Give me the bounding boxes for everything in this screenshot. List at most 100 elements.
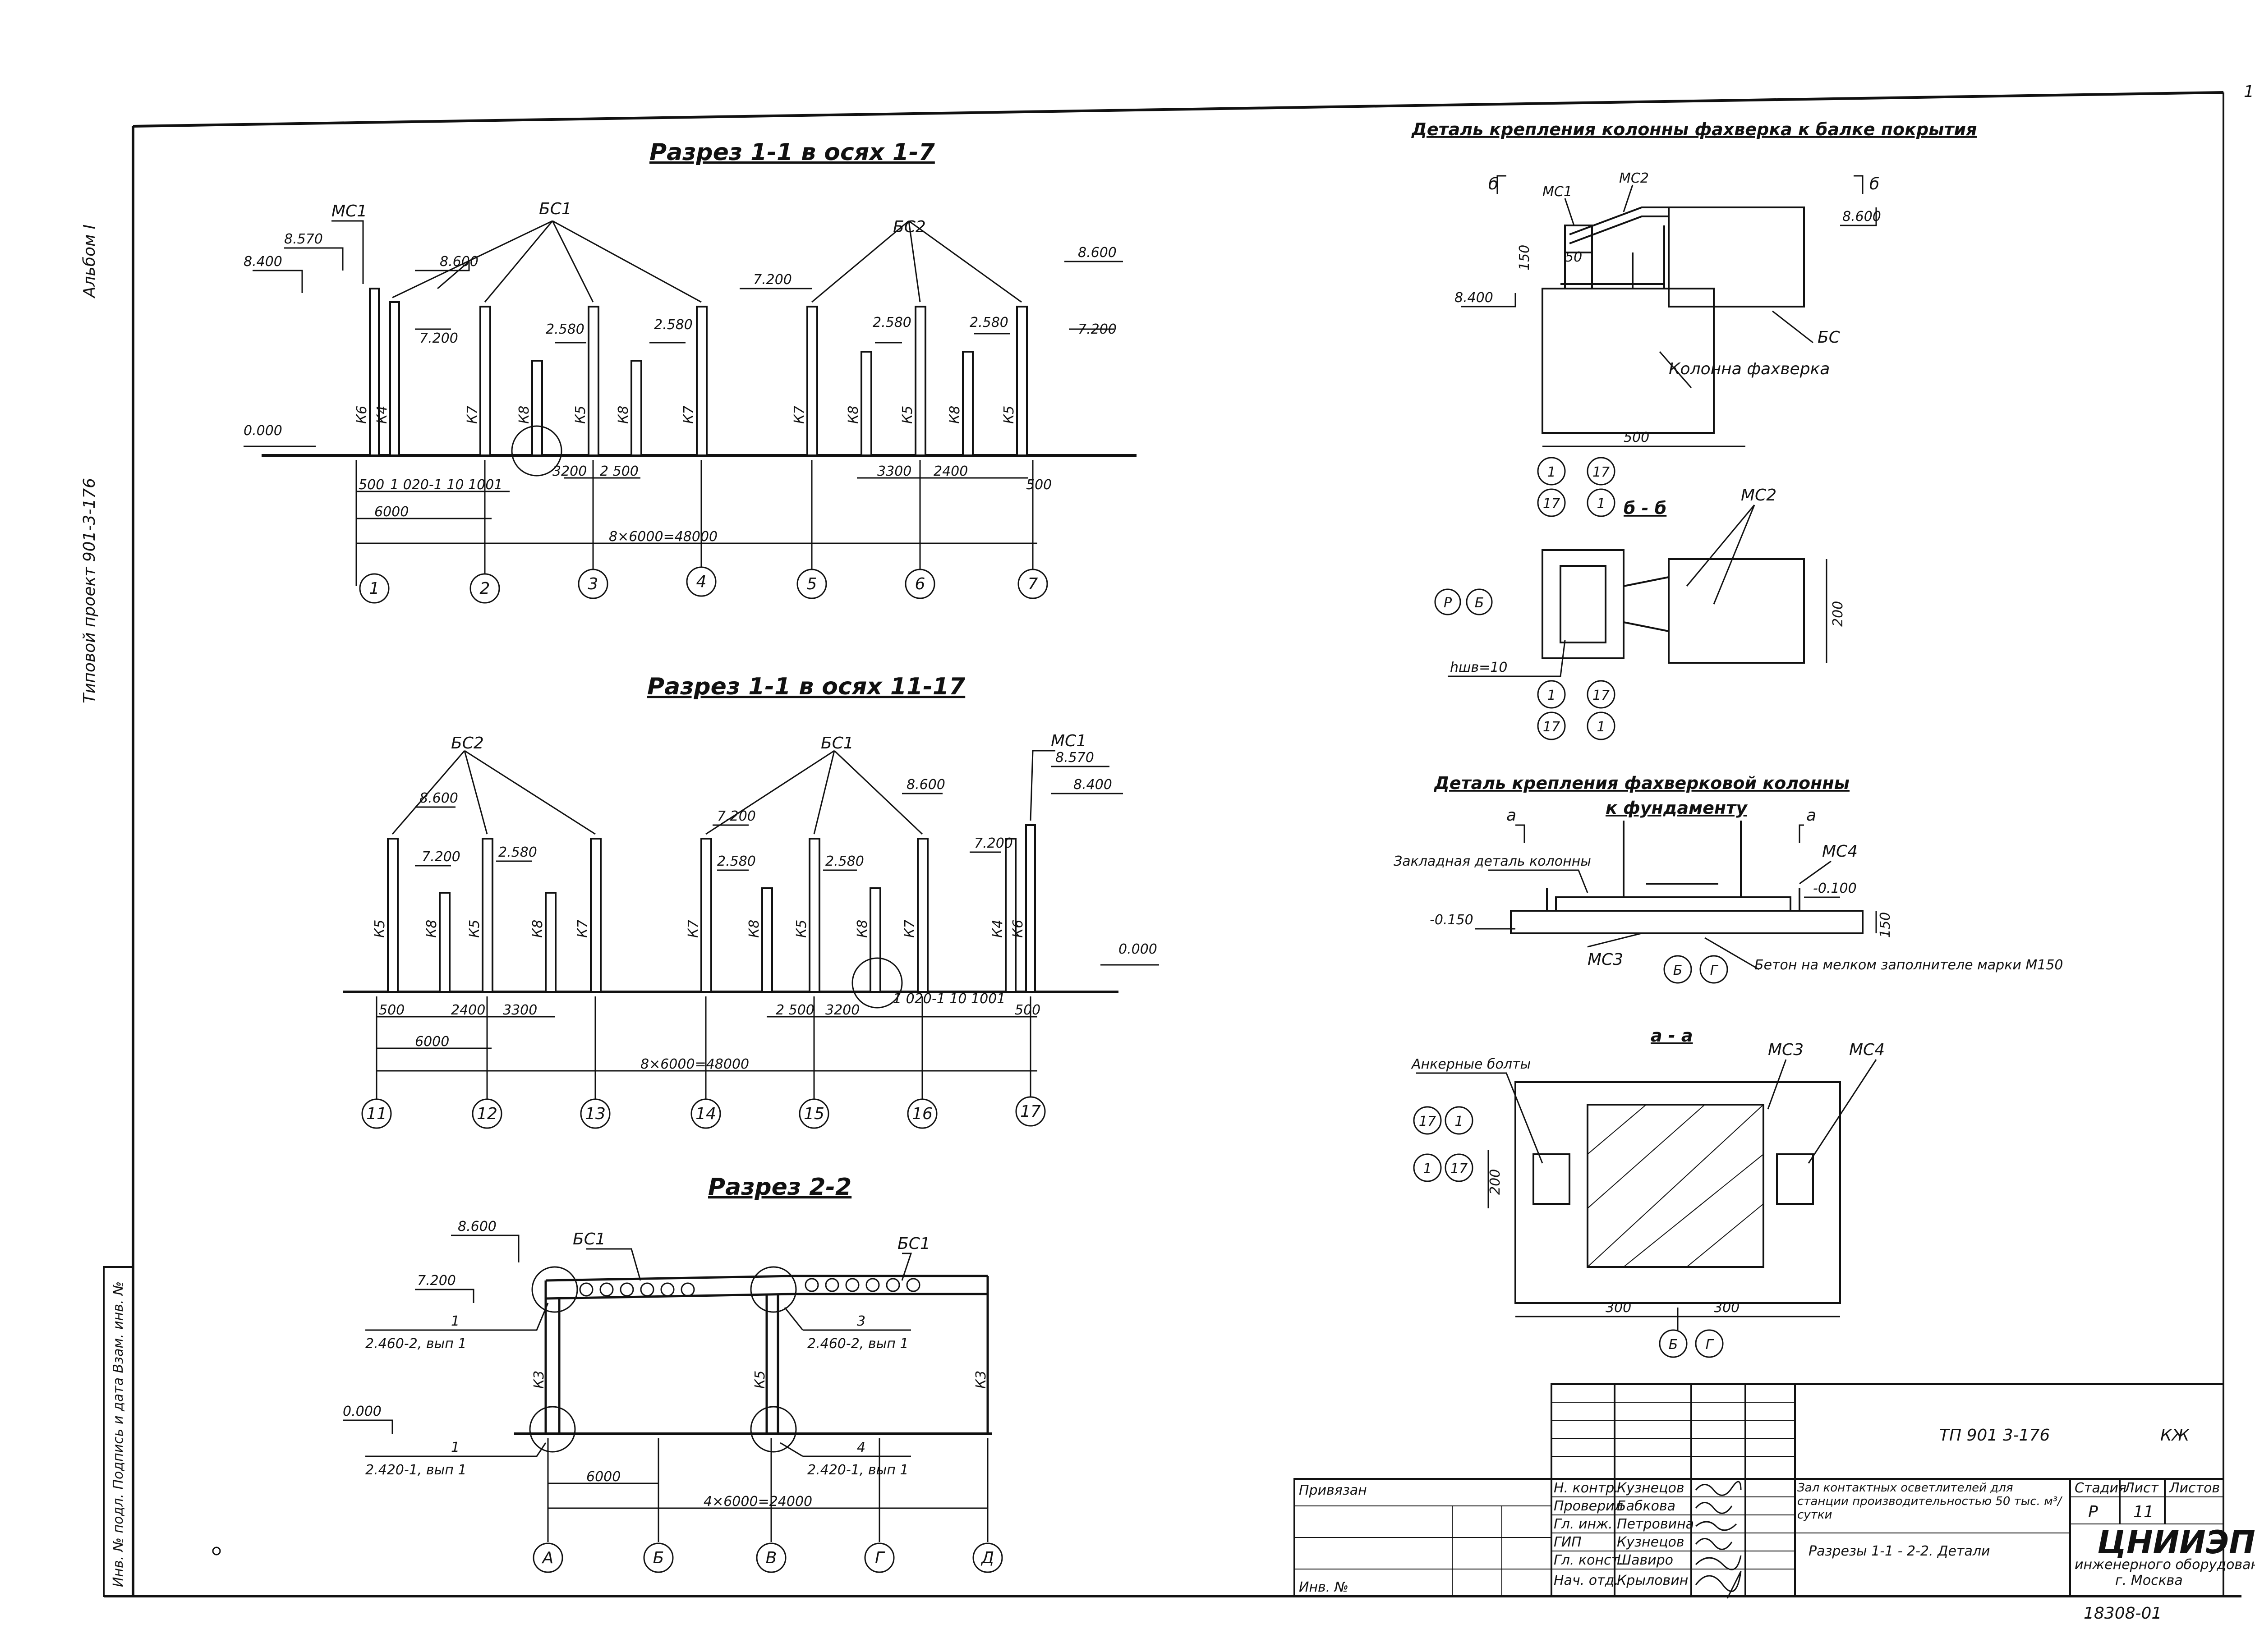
axis-label: 15 [804, 1105, 824, 1123]
stray-dot [212, 1546, 221, 1556]
detail-bb-leaders [1448, 505, 1827, 677]
axis-label: А [542, 1549, 554, 1567]
section-2-zero-mark: 0.000 [1118, 941, 1157, 957]
axis-label: 17 [1543, 496, 1560, 512]
section-1-title: Разрез 1-1 в осях 1-7 [649, 139, 935, 166]
column-label: К8 [616, 406, 631, 424]
section-2-label-mc1: МС1 [1051, 732, 1086, 750]
signature-name: Кузнецов [1617, 1480, 1684, 1496]
axis-label: Б [1475, 595, 1484, 611]
elevation-mark: 7.200 [717, 808, 756, 824]
section-3-slab-voids [579, 1278, 920, 1297]
detail-aa-title: а - а [1651, 1026, 1693, 1046]
detail-bb-label-mc2: МС2 [1741, 486, 1776, 505]
org-city: г. Москва [2115, 1573, 2183, 1588]
dimension-text: 200 [1487, 1169, 1503, 1195]
elevation-mark: 8.400 [244, 254, 282, 270]
node-number: 4 [857, 1440, 865, 1455]
stage-value: Р [2088, 1503, 2098, 1521]
dimension-text: 3200 [552, 463, 587, 479]
column-label: К5 [467, 920, 483, 938]
side-stamp-label: Инв. № подл. Подпись и дата Взам. инв. № [110, 1281, 126, 1587]
axis-label: 11 [366, 1105, 387, 1123]
section-3-label-bc1-left: БС1 [573, 1230, 606, 1248]
object-name: Зал контактных осветлителей для станции … [1797, 1481, 2062, 1522]
section-2-axis-markers [361, 1096, 1046, 1129]
dimension-text: 300 [1714, 1300, 1740, 1316]
dimension-text: 2 500 [600, 463, 639, 479]
section-3-leaders [343, 1234, 912, 1457]
node-reference: 2.460-2, вып 1 [807, 1336, 908, 1352]
column-label: К6 [1010, 920, 1026, 938]
column-label: К8 [947, 406, 963, 424]
axis-label: Б [1673, 963, 1683, 978]
column-label: К7 [686, 920, 701, 938]
column-label: К7 [902, 920, 918, 938]
column-label: К7 [575, 920, 591, 938]
side-project-label: Типовой проект 901-3-176 [80, 478, 99, 703]
signature-name: Шавиро [1617, 1552, 1673, 1568]
drawing-mark: КЖ [2160, 1426, 2191, 1445]
detail-column-to-foundation: Деталь крепления фахверковой колонны к ф… [1394, 773, 2063, 984]
signature-role: ГИП [1554, 1534, 1582, 1550]
axis-label: 1 [1423, 1161, 1431, 1177]
node-circle [851, 957, 903, 1009]
section-3-dimension-lines [547, 1438, 989, 1542]
column-label: К3 [973, 1371, 989, 1389]
column-label: К8 [516, 406, 532, 424]
side-album-label: Альбом I [80, 225, 99, 298]
detail-1-body [1542, 206, 1805, 447]
dimension-text: 4×6000=24000 [704, 1494, 812, 1510]
detail-1-label-column: Колонна фахверка [1669, 360, 1830, 378]
section-2-dimension-lines [376, 996, 1037, 1100]
section-1-leaders [253, 220, 1123, 344]
dimension-text: 1 020-1 10 1001 [390, 477, 502, 493]
privyazan-label: Привязан [1299, 1482, 1367, 1498]
dimension-text: 150 [1517, 245, 1532, 271]
detail-aa-axis-markers [1413, 1106, 1724, 1358]
sheet-value: 11 [2133, 1503, 2154, 1521]
axis-label: 1 [1547, 688, 1555, 703]
elevation-mark: 2.580 [873, 315, 911, 330]
axis-label: 1 [1547, 464, 1555, 480]
dimension-text: 500 [1624, 430, 1649, 445]
elevation-mark: 7.200 [753, 272, 792, 288]
elevation-mark: 7.200 [974, 835, 1013, 851]
column-label: К8 [424, 920, 440, 938]
elevation-mark: 8.600 [1078, 245, 1117, 261]
detail-bb-body [1542, 549, 1805, 664]
dimension-text: 6000 [415, 1034, 449, 1050]
detail-1-title: Деталь крепления колонны фахверка к балк… [1411, 119, 1977, 139]
column-label: К4 [374, 406, 390, 424]
column-label: К7 [792, 406, 807, 424]
detail-aa-label-mc4: МС4 [1849, 1041, 1885, 1059]
dimension-text: 300 [1606, 1300, 1631, 1316]
dimension-text: 500 [379, 1002, 405, 1018]
detail-2-body [1510, 821, 1864, 934]
detail-2-title: Деталь крепления фахверковой колонны [1434, 773, 1850, 793]
dimension-text: 500 [1015, 1002, 1040, 1018]
elevation-mark: 2.580 [825, 854, 864, 869]
section-2-label-bc2: БС2 [451, 734, 484, 753]
detail-column-to-beam: Деталь крепления колонны фахверка к балк… [1411, 119, 1977, 517]
elevation-mark: 8.570 [1055, 750, 1094, 766]
dimension-text: 3200 [825, 1002, 860, 1018]
node-reference: 2.460-2, вып 1 [365, 1336, 466, 1352]
axis-label: 17 [1592, 464, 1610, 480]
axis-label: 3 [588, 575, 598, 593]
node-number: 1 [451, 1440, 460, 1455]
org-name: ЦНИИЭП [2097, 1524, 2255, 1561]
axis-label: 17 [1450, 1161, 1468, 1177]
signature-role: Проверил [1554, 1498, 1623, 1514]
section-2-leaders [391, 750, 1123, 871]
column-label: К7 [681, 406, 697, 424]
dimension-text: 3300 [877, 463, 911, 479]
dimension-text: 2400 [451, 1002, 485, 1018]
detail-aa-leaders [1416, 1059, 1877, 1208]
detail-2-label-concrete: Бетон на мелком заполнителе марки М150 [1754, 957, 2063, 973]
dimension-text: 8×6000=48000 [609, 529, 718, 545]
axis-label: 14 [695, 1105, 716, 1123]
drawing-code: ТП 901 3-176 [1939, 1426, 2050, 1445]
column-label: К6 [354, 406, 370, 424]
axis-label: Г [1706, 1337, 1714, 1353]
